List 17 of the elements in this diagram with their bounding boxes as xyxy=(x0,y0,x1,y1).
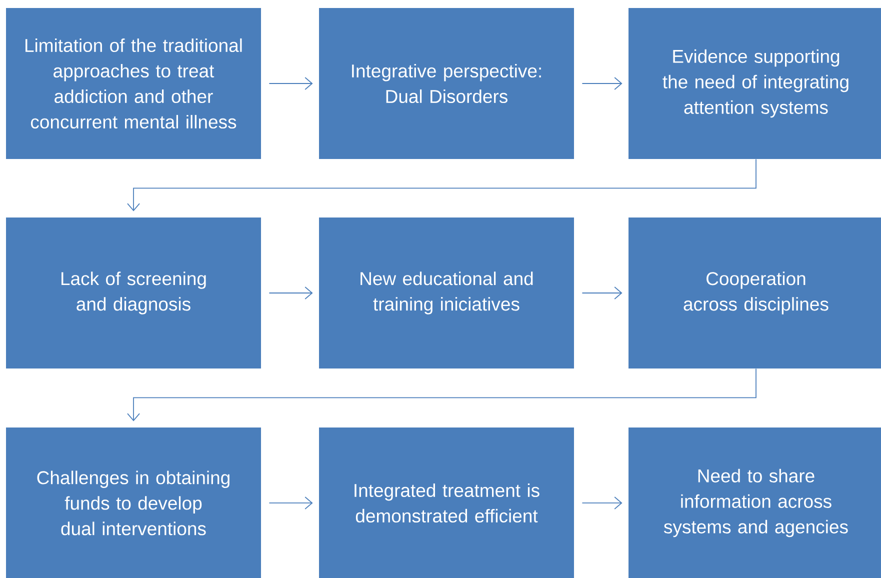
arrow xyxy=(582,77,622,90)
process-box: Integrative perspective: Dual Disorders xyxy=(319,8,574,159)
process-box: Need to share information across systems and agencies xyxy=(628,427,881,578)
process-box: Lack of screening and diagnosis xyxy=(6,218,261,368)
process-box: Cooperation across disciplines xyxy=(628,218,881,368)
process-box: Limitation of the traditional approaches to treat addiction and other concurrent mental illness xyxy=(6,8,261,159)
process-box: Evidence supporting the need of integrating attention systems xyxy=(628,8,881,159)
arrow xyxy=(127,368,756,422)
arrow xyxy=(582,286,622,300)
process-box: New educational and training iniciatives xyxy=(319,218,574,368)
arrow xyxy=(268,77,313,90)
process-box: Integrated treatment is demonstrated efficient xyxy=(319,427,574,578)
arrow xyxy=(268,496,313,510)
arrow xyxy=(268,286,313,300)
process-box: Challenges in obtaining funds to develop dual interventions xyxy=(6,427,261,578)
arrow xyxy=(582,496,622,510)
arrow xyxy=(127,158,756,212)
